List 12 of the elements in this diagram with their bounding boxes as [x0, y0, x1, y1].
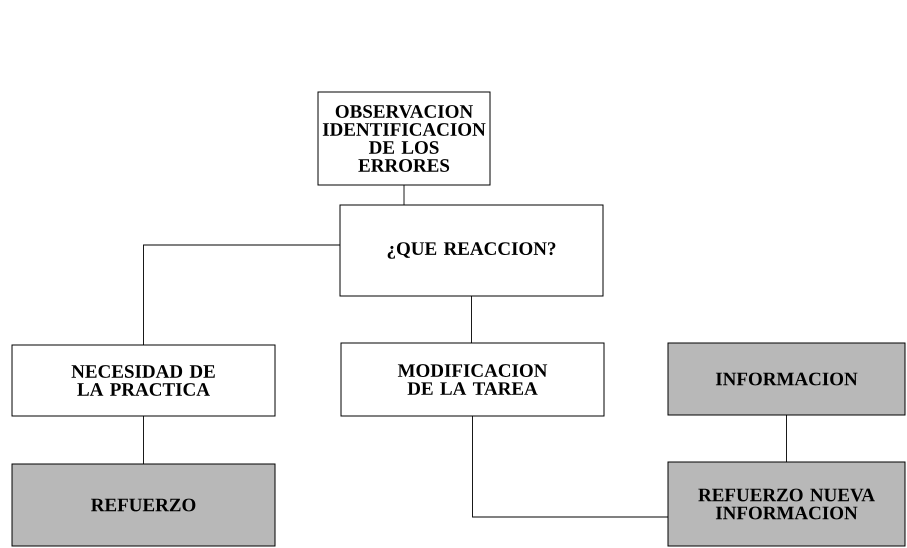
text-box: NECESIDAD DE LA PRACTICA: [12, 344, 276, 416]
connector-line: [471, 296, 472, 343]
text-box: MODIFICACION DE LA TAREA: [340, 342, 604, 416]
text-box: REFUERZO NUEVA INFORMACION: [668, 462, 906, 546]
connector-line: [143, 416, 144, 464]
text-box: INFORMACION: [668, 342, 906, 416]
connector-line: [143, 244, 340, 345]
text-box: OBSERVACION IDENTIFICACION DE LOS ERRORES: [318, 92, 490, 186]
connector-line: [786, 415, 787, 462]
text-box: REFUERZO: [12, 464, 276, 546]
text-box: ¿QUE REACCION?: [340, 204, 604, 296]
connector-line: [472, 416, 668, 518]
